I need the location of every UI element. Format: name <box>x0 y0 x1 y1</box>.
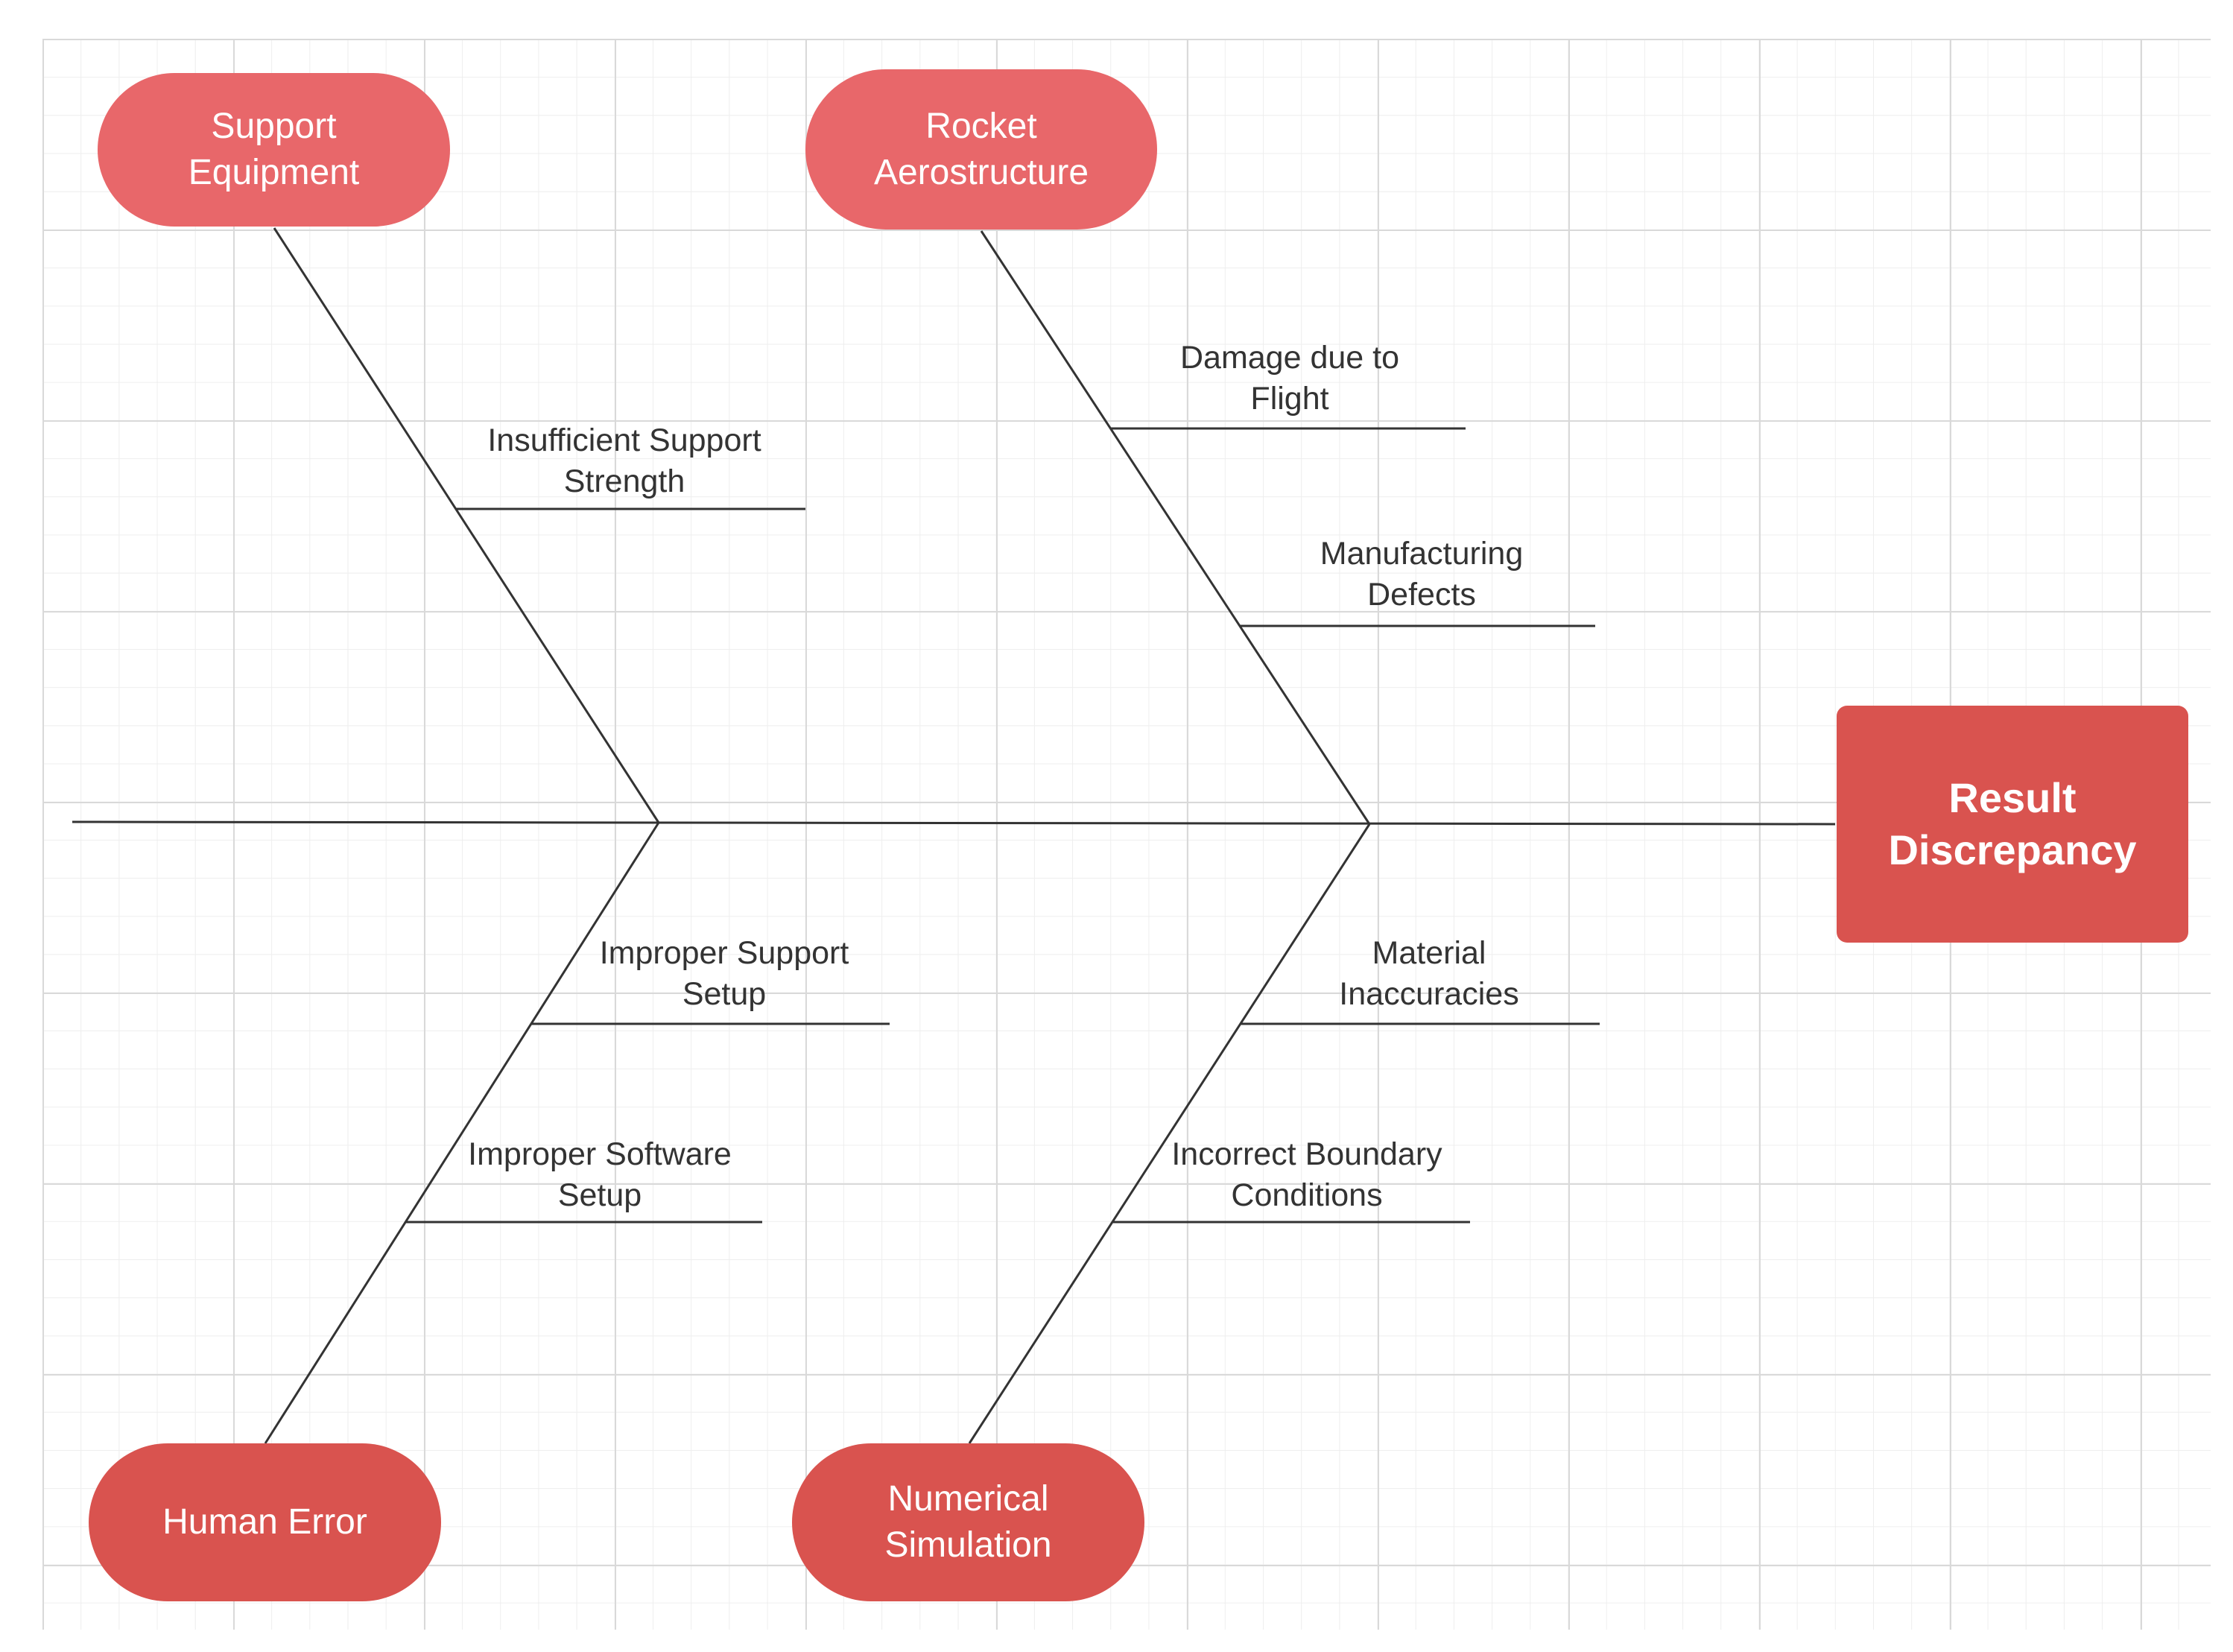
cause-label: Numerical Simulation <box>884 1479 1052 1565</box>
bone-rocket-aerostructure <box>980 230 1371 825</box>
cause-label: Human Error <box>162 1502 367 1542</box>
cause-support-equipment: Support Equipment <box>98 73 450 227</box>
cause-human-error: Human Error <box>89 1443 441 1601</box>
sub-cause-improper-support-setup: Improper Support Setup <box>599 935 849 1012</box>
cause-label: Rocket Aerostructure <box>873 106 1089 192</box>
sub-cause-damage-due-to-flight: Damage due to Flight <box>1179 340 1400 417</box>
cause-numerical-simulation: Numerical Simulation <box>792 1443 1144 1601</box>
bone-support-equipment <box>273 227 660 823</box>
cause-rocket-aerostructure: Rocket Aerostructure <box>805 69 1157 230</box>
sub-cause-improper-software-setup: Improper Software Setup <box>468 1136 732 1213</box>
effect-label: Result Discrepancy <box>1888 774 2137 873</box>
sub-cause-incorrect-boundary-conditions: Incorrect Boundary Conditions <box>1171 1136 1442 1213</box>
effect-result-discrepancy: Result Discrepancy <box>1837 706 2188 943</box>
spine-line <box>72 820 1836 826</box>
sub-cause-manufacturing-defects: Manufacturing Defects <box>1320 536 1524 613</box>
sub-cause-material-inaccuracies: Material Inaccuracies <box>1339 935 1519 1012</box>
bone-human-error <box>264 822 660 1444</box>
sub-cause-insufficient-support-strength: Insufficient Support Strength <box>487 423 761 499</box>
bone-numerical-simulation <box>968 823 1371 1444</box>
cause-label: Support Equipment <box>188 107 360 192</box>
